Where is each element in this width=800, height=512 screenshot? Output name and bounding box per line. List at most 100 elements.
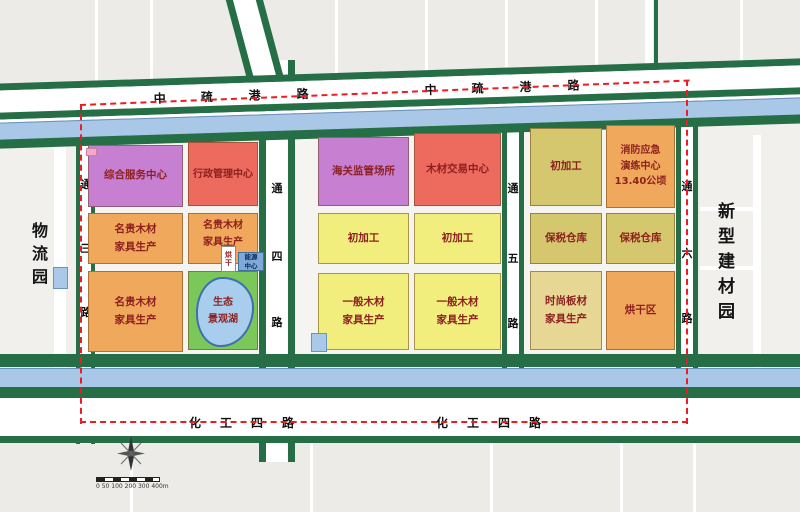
parcel-label: 烘干区 bbox=[624, 303, 657, 316]
parcel-label: 保税仓库 bbox=[545, 231, 587, 244]
parcel-fashion-board-furniture: 时尚板材 家具生产 bbox=[530, 271, 602, 350]
scale-bar-labels: 0 50 100 200 300 400m bbox=[96, 483, 169, 490]
parcel-label: 名贵木材 bbox=[114, 295, 157, 308]
greenbelt-strip bbox=[0, 387, 800, 398]
parcel-label: 家具生产 bbox=[114, 240, 157, 253]
parcel-eco-landscape-lake: 生态 景观湖 bbox=[188, 271, 258, 350]
energy-center-label: 能源 bbox=[244, 252, 258, 261]
parcel-label: 初加工 bbox=[550, 160, 582, 173]
parcel-administration-center: 行政管理中心 bbox=[188, 142, 258, 206]
street-line bbox=[700, 207, 756, 211]
road-tong5-greenbelt bbox=[502, 100, 507, 437]
parcel-label: 演练中心 bbox=[620, 160, 661, 172]
greenbelt-strip bbox=[0, 354, 800, 367]
parcel-label: 综合服务中心 bbox=[104, 169, 167, 182]
road-label-char: 路 bbox=[271, 316, 283, 329]
parcel-drying-area: 烘干区 bbox=[606, 271, 675, 350]
pink-parcel-chip bbox=[86, 148, 97, 156]
drying-small-box: 烘干 bbox=[221, 246, 236, 272]
boundary-dashed-right bbox=[686, 80, 688, 424]
road-label-char: 港 bbox=[248, 88, 261, 103]
road-label-char: 化 bbox=[435, 416, 448, 430]
parcel-label: 行政管理中心 bbox=[193, 168, 253, 180]
parcel-customs-supervision: 海关监管场所 bbox=[318, 137, 409, 206]
greenbelt-strip bbox=[654, 0, 658, 73]
road-tong6-greenbelt bbox=[693, 92, 698, 437]
parcel-label: 家具生产 bbox=[545, 312, 587, 325]
parcel-label: 木材交易中心 bbox=[426, 162, 489, 175]
parcel-primary-processing-2: 初加工 bbox=[318, 213, 409, 264]
street-line bbox=[490, 443, 493, 512]
road-label-char: 路 bbox=[281, 416, 294, 430]
street-line bbox=[595, 0, 598, 84]
road-label-char: 工 bbox=[466, 416, 479, 430]
parcel-label: 家具生产 bbox=[114, 313, 157, 326]
street-line bbox=[620, 443, 623, 512]
label-logistics-park: 物流园 bbox=[29, 222, 48, 291]
parcel-label: 海关监管场所 bbox=[332, 164, 395, 177]
road-huagong4 bbox=[0, 398, 800, 436]
road-label-char: 三 bbox=[80, 242, 92, 255]
road-tong4-greenbelt bbox=[288, 60, 295, 462]
road-label-char: 通 bbox=[80, 178, 92, 191]
road-tong5 bbox=[507, 100, 519, 437]
parcel-precious-wood-furniture-3: 名贵木材 家具生产 bbox=[88, 271, 183, 352]
greenbelt-strip bbox=[0, 436, 800, 443]
road-label-char: 化 bbox=[188, 416, 201, 430]
road-label-char: 四 bbox=[497, 416, 510, 430]
parcel-label: 家具生产 bbox=[436, 313, 479, 326]
energy-center-box: 能源 中心 bbox=[238, 252, 264, 271]
street-line bbox=[700, 266, 756, 270]
road-tong6-greenbelt bbox=[676, 92, 681, 437]
parcel-label: 生态 bbox=[213, 296, 233, 308]
street-line bbox=[335, 0, 338, 84]
parcel-label: 名贵木材 bbox=[114, 222, 157, 235]
lake-water bbox=[196, 277, 254, 347]
parcel-general-wood-furniture-1: 一般木材 家具生产 bbox=[318, 273, 409, 350]
energy-center-label: 中心 bbox=[244, 261, 258, 270]
road-label-char: 四 bbox=[271, 250, 283, 263]
boundary-dashed-bottom bbox=[80, 421, 688, 423]
boundary-dashed-left bbox=[80, 104, 82, 424]
scale-bar-segments bbox=[96, 477, 160, 482]
road-label-char: 路 bbox=[507, 317, 519, 330]
compass-north-star-icon bbox=[114, 436, 148, 476]
parcel-primary-processing-3: 初加工 bbox=[414, 213, 501, 264]
street-line bbox=[753, 135, 761, 435]
street-line bbox=[693, 443, 696, 512]
parcel-label: 名贵木材 bbox=[203, 220, 243, 231]
parcel-label: 家具生产 bbox=[203, 237, 243, 248]
parcel-timber-trading-center: 木材交易中心 bbox=[414, 133, 501, 206]
road-label-char: 路 bbox=[80, 306, 92, 319]
parcel-label: 消防应急 bbox=[620, 145, 661, 157]
parcel-label: 景观湖 bbox=[208, 313, 238, 325]
parcel-bonded-warehouse-2: 保税仓库 bbox=[606, 213, 675, 264]
parcel-area-value: 13.40公顷 bbox=[614, 176, 667, 188]
street-line bbox=[425, 0, 428, 84]
parcel-label: 时尚板材 bbox=[545, 294, 587, 307]
parcel-primary-processing-1: 初加工 bbox=[530, 128, 602, 206]
label-new-building-material-park: 新型建材园 bbox=[714, 202, 734, 327]
street-line bbox=[645, 0, 653, 75]
road-label-char: 通 bbox=[271, 182, 283, 195]
street-line bbox=[310, 443, 313, 512]
blue-facility-square bbox=[53, 267, 68, 289]
scale-bar: 0 50 100 200 300 400m bbox=[96, 477, 169, 490]
parcel-general-wood-furniture-2: 一般木材 家具生产 bbox=[414, 273, 501, 350]
blue-facility-square bbox=[311, 333, 327, 352]
road-tong3-greenbelt bbox=[91, 95, 95, 444]
parcel-label: 一般木材 bbox=[342, 295, 385, 308]
road-label-char: 四 bbox=[250, 416, 263, 430]
parcel-precious-wood-furniture-1: 名贵木材 家具生产 bbox=[88, 213, 183, 264]
road-label-char: 路 bbox=[528, 416, 541, 430]
road-label-char: 路 bbox=[296, 86, 309, 102]
road-label-char: 中 bbox=[153, 91, 166, 106]
street-line bbox=[505, 0, 508, 84]
parcel-bonded-warehouse-1: 保税仓库 bbox=[530, 213, 602, 264]
street-line bbox=[740, 0, 743, 84]
road-label-char: 疏 bbox=[200, 89, 213, 105]
parcel-label: 初加工 bbox=[441, 231, 474, 244]
street-line bbox=[150, 0, 153, 84]
road-tong3 bbox=[80, 95, 91, 444]
